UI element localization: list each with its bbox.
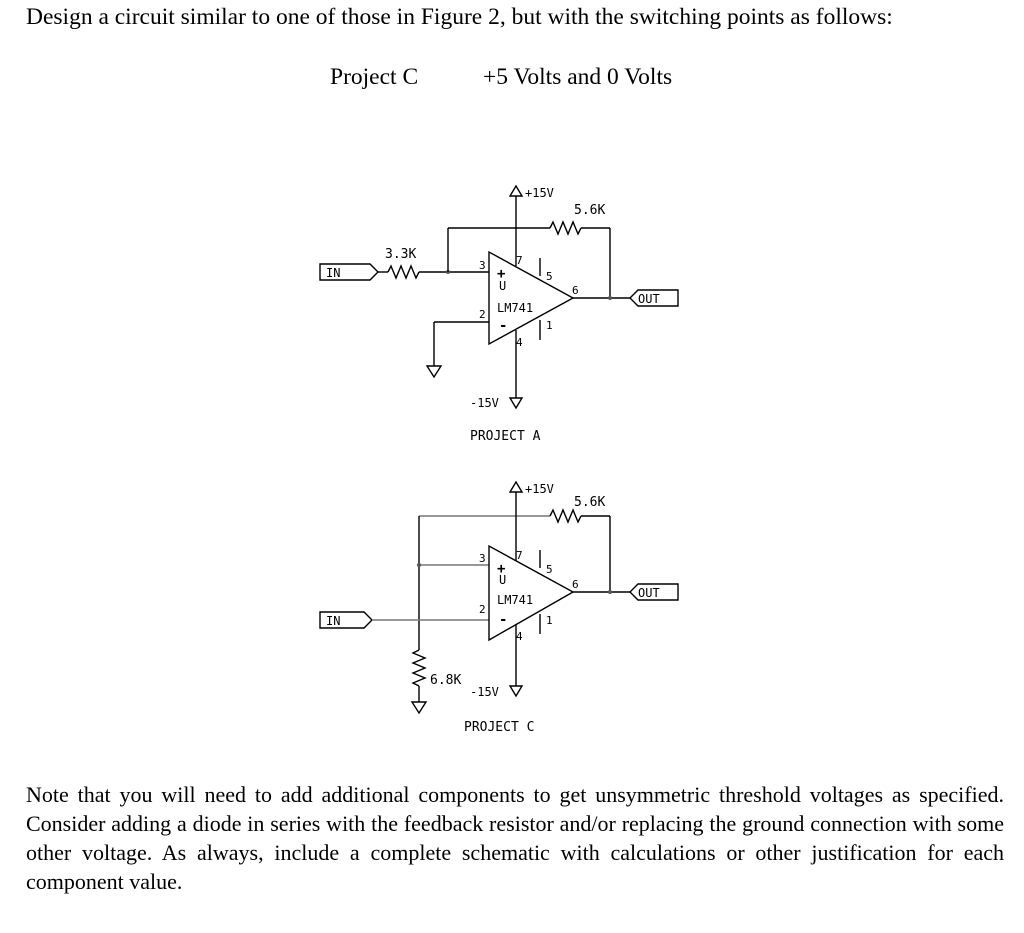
vpos-arrow-icon-a: [508, 184, 524, 197]
feedback-resistor-value-a: 5.6K: [574, 203, 605, 218]
feedback-resistor-c: [549, 508, 582, 524]
ground-resistor-value-c: 6.8K: [430, 673, 461, 688]
vpos-label-a: +15V: [525, 186, 554, 200]
opamp-a: [488, 250, 575, 346]
vneg-arrow-icon-a: [508, 397, 524, 410]
pin-6-c: 6: [572, 578, 579, 591]
pin-2-c: 2: [479, 603, 486, 616]
pin-3-c: 3: [479, 552, 486, 565]
circuit-project-a: IN 3.3K 5.6K LM741 U + - 3 2 7 4 5 6 1 +…: [319, 184, 679, 444]
pin-6-a: 6: [572, 284, 579, 297]
project-name: Project C: [330, 64, 419, 90]
pin-7-c: 7: [516, 549, 523, 562]
pin-1-a: 1: [546, 319, 553, 332]
opamp-ref-c: U: [499, 573, 506, 587]
noninverting-sign-c: +: [497, 561, 505, 577]
output-label-a: OUT: [638, 292, 660, 306]
pin-4-a: 4: [516, 336, 523, 349]
ground-icon-c: [410, 701, 428, 715]
opamp-part-c: LM741: [497, 593, 533, 607]
inverting-sign-a: -: [499, 318, 507, 334]
input-label-c: IN: [326, 614, 340, 628]
input-resistor-a: [387, 264, 420, 280]
switching-points: +5 Volts and 0 Volts: [483, 64, 673, 90]
vneg-label-a: -15V: [470, 396, 499, 410]
output-terminal-c: [629, 583, 679, 601]
instructions-note: Note that you will need to add additiona…: [26, 782, 1004, 894]
pin-5-c: 5: [546, 563, 553, 576]
pin-1-c: 1: [546, 614, 553, 627]
pin-2-a: 2: [479, 308, 486, 321]
caption-project-a: PROJECT A: [470, 429, 541, 444]
assignment-prompt: Design a circuit similar to one of those…: [26, 4, 893, 30]
ground-resistor-c: [411, 649, 427, 687]
input-terminal-c: [319, 611, 373, 629]
vneg-label-c: -15V: [470, 685, 499, 699]
vpos-label-c: +15V: [525, 482, 554, 496]
opamp-part-a: LM741: [497, 301, 533, 315]
vpos-arrow-icon-c: [508, 480, 524, 493]
output-terminal-a: [629, 289, 679, 307]
opamp-c: [488, 544, 575, 642]
input-resistor-value-a: 3.3K: [385, 247, 416, 262]
vneg-arrow-icon-c: [508, 685, 524, 698]
ground-icon-a: [425, 365, 443, 379]
inverting-sign-c: -: [499, 612, 507, 628]
feedback-resistor-a: [549, 220, 582, 236]
noninverting-sign-a: +: [497, 266, 505, 282]
pin-5-a: 5: [546, 270, 553, 283]
input-terminal-a: [319, 263, 379, 281]
pin-3-a: 3: [479, 259, 486, 272]
circuit-project-c: 5.6K 6.8K IN LM741 U + - 3 2 7 4 5 6 1: [319, 480, 679, 735]
input-label-a: IN: [326, 266, 340, 280]
pin-7-a: 7: [516, 254, 523, 267]
output-label-c: OUT: [638, 586, 660, 600]
opamp-ref-a: U: [499, 279, 506, 293]
pin-4-c: 4: [516, 630, 523, 643]
caption-project-c: PROJECT C: [464, 720, 534, 735]
feedback-resistor-value-c: 5.6K: [574, 495, 605, 510]
